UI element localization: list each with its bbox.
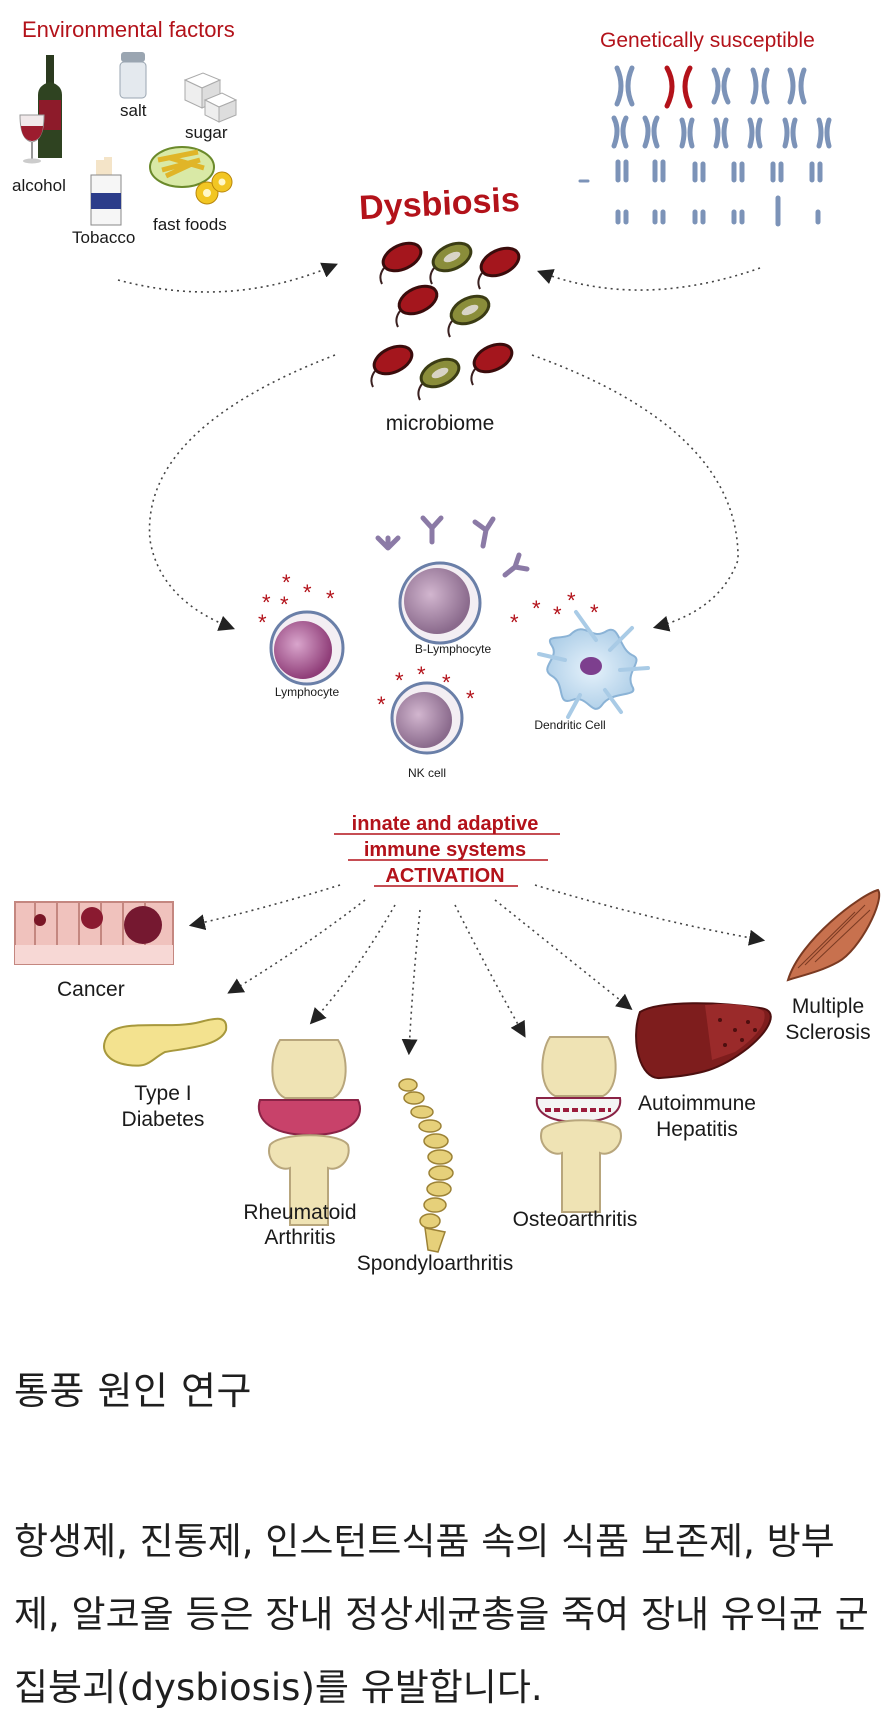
- dendritic-cell-label: Dendritic Cell: [534, 718, 605, 732]
- wine-bottle-icon: [38, 55, 62, 158]
- svg-text:*: *: [303, 580, 312, 605]
- svg-text:*: *: [590, 600, 599, 625]
- genetically-susceptible-title: Genetically susceptible: [600, 29, 815, 52]
- lymphocyte-cell-icon: *** ***: [258, 570, 345, 686]
- svg-text:*: *: [282, 570, 291, 595]
- liver-icon: [635, 1002, 772, 1080]
- microbiome-bacteria-icon: [370, 241, 521, 401]
- microbiome-label: microbiome: [386, 412, 495, 435]
- spine-icon: [398, 1078, 454, 1253]
- colon-tumor-icon: [14, 901, 174, 965]
- dendritic-cell-icon: *** **: [510, 588, 650, 719]
- environmental-factors-title: Environmental factors: [22, 17, 235, 42]
- svg-text:*: *: [567, 588, 576, 613]
- svg-text:*: *: [510, 610, 519, 635]
- nk-cell-icon: * * * * *: [377, 662, 475, 755]
- osteoarthritis-label: Osteoarthritis: [513, 1208, 638, 1231]
- dysbiosis-title: Dysbiosis: [358, 181, 520, 227]
- svg-text:*: *: [280, 592, 289, 617]
- svg-text:*: *: [466, 686, 475, 711]
- salt-shaker-icon: [119, 52, 147, 99]
- chromosomes-icon: [578, 65, 832, 227]
- tobacco-label: Tobacco: [72, 228, 135, 247]
- activation-heading: innate and adaptive immune systems ACTIV…: [352, 813, 539, 887]
- wine-glass-icon: [19, 114, 45, 164]
- gut-dysbiosis-diagram: Environmental factors Genetically suscep…: [12, 17, 881, 1275]
- multiple-sclerosis-label-line2: Sclerosis: [785, 1021, 870, 1044]
- multiple-sclerosis-label-line1: Multiple: [792, 995, 864, 1018]
- autoimmune-hepatitis-label-line1: Autoimmune: [638, 1092, 756, 1115]
- muscle-icon: [786, 888, 881, 982]
- alcohol-label: alcohol: [12, 176, 66, 195]
- svg-text:*: *: [395, 668, 404, 693]
- svg-text:*: *: [377, 692, 386, 717]
- svg-text:*: *: [326, 586, 335, 611]
- rheumatoid-joint-icon: [257, 1039, 362, 1226]
- svg-text:*: *: [258, 610, 267, 635]
- salt-label: salt: [120, 101, 147, 120]
- pancreas-icon: [103, 1017, 228, 1067]
- svg-text:*: *: [442, 670, 451, 695]
- osteoarthritis-joint-icon: [535, 1036, 622, 1213]
- activation-line-1: innate and adaptive: [352, 813, 539, 835]
- activation-line-2: immune systems: [364, 839, 526, 861]
- dotted-arrows: [117, 262, 766, 1056]
- spondyloarthritis-label: Spondyloarthritis: [357, 1252, 513, 1275]
- article-paragraph: 항생제, 진통제, 인스턴트식품 속의 식품 보존제, 방부제, 알코올 등은 …: [14, 1520, 869, 1709]
- type1-diabetes-label-line1: Type I: [134, 1082, 191, 1105]
- rheumatoid-arthritis-label-line2: Arthritis: [264, 1226, 335, 1249]
- svg-text:*: *: [532, 596, 541, 621]
- type1-diabetes-label-line2: Diabetes: [122, 1108, 205, 1131]
- sugar-label: sugar: [185, 123, 228, 142]
- svg-text:*: *: [262, 590, 271, 615]
- b-lymphocyte-label: B-Lymphocyte: [415, 642, 492, 656]
- fast-food-icon: [149, 146, 233, 205]
- fast-foods-label: fast foods: [153, 215, 227, 234]
- cancer-label: Cancer: [57, 978, 125, 1001]
- cigarette-pack-icon: [90, 157, 122, 226]
- nk-cell-label: NK cell: [408, 766, 446, 780]
- rheumatoid-arthritis-label-line1: Rheumatoid: [243, 1201, 356, 1224]
- svg-text:*: *: [553, 602, 562, 627]
- article-title: 통풍 원인 연구: [14, 1369, 252, 1413]
- b-lymphocyte-cell-icon: [375, 515, 530, 645]
- autoimmune-hepatitis-label-line2: Hepatitis: [656, 1118, 738, 1141]
- svg-text:*: *: [417, 662, 426, 687]
- lymphocyte-label: Lymphocyte: [275, 685, 340, 699]
- sugar-cubes-icon: [183, 72, 238, 123]
- activation-line-3: ACTIVATION: [385, 865, 504, 887]
